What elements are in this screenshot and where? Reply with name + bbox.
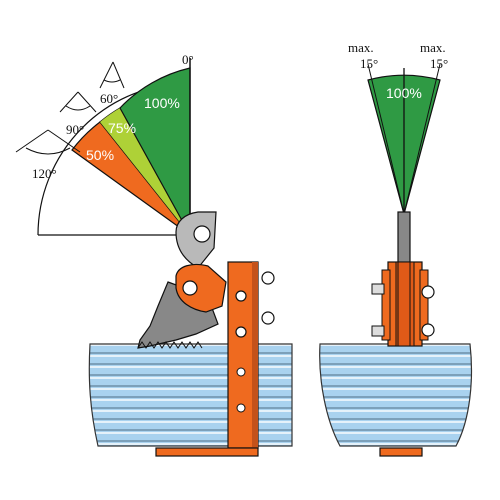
left-view: 0° 60° 90° 120° 100% 75% 50%: [15, 52, 293, 457]
plate-stack-right: [319, 343, 473, 447]
max-label-left: max.: [348, 40, 374, 55]
angle-label-60: 60°: [100, 91, 118, 106]
sector-label-50: 50%: [86, 147, 114, 163]
max-tilt-left: 15°: [360, 56, 378, 71]
angle-label-90: 90°: [66, 122, 84, 137]
right-limit-line: [403, 63, 441, 215]
left-limit-line: [367, 63, 405, 215]
right-view: max. 15° max. 15° 100%: [319, 40, 473, 457]
angle-indicator-90: [59, 91, 97, 113]
clamp-left-side-view: [137, 211, 275, 457]
sector-75-percent-wide: [100, 108, 190, 235]
sector-100-percent: [119, 67, 191, 236]
plate-stack-left: [88, 343, 293, 447]
angle-label-120: 120°: [32, 166, 57, 181]
sector-label-75: 75%: [108, 120, 136, 136]
sector-label-100-front: 100%: [386, 85, 422, 101]
zero-degree-label: 0°: [182, 52, 194, 67]
max-tilt-right: 15°: [430, 56, 448, 71]
sector-label-100: 100%: [144, 95, 180, 111]
angle-indicator-120: [15, 129, 81, 155]
angle-indicator-60: [99, 61, 125, 89]
clamp-right-front-view: [371, 211, 435, 457]
max-label-right: max.: [420, 40, 446, 55]
